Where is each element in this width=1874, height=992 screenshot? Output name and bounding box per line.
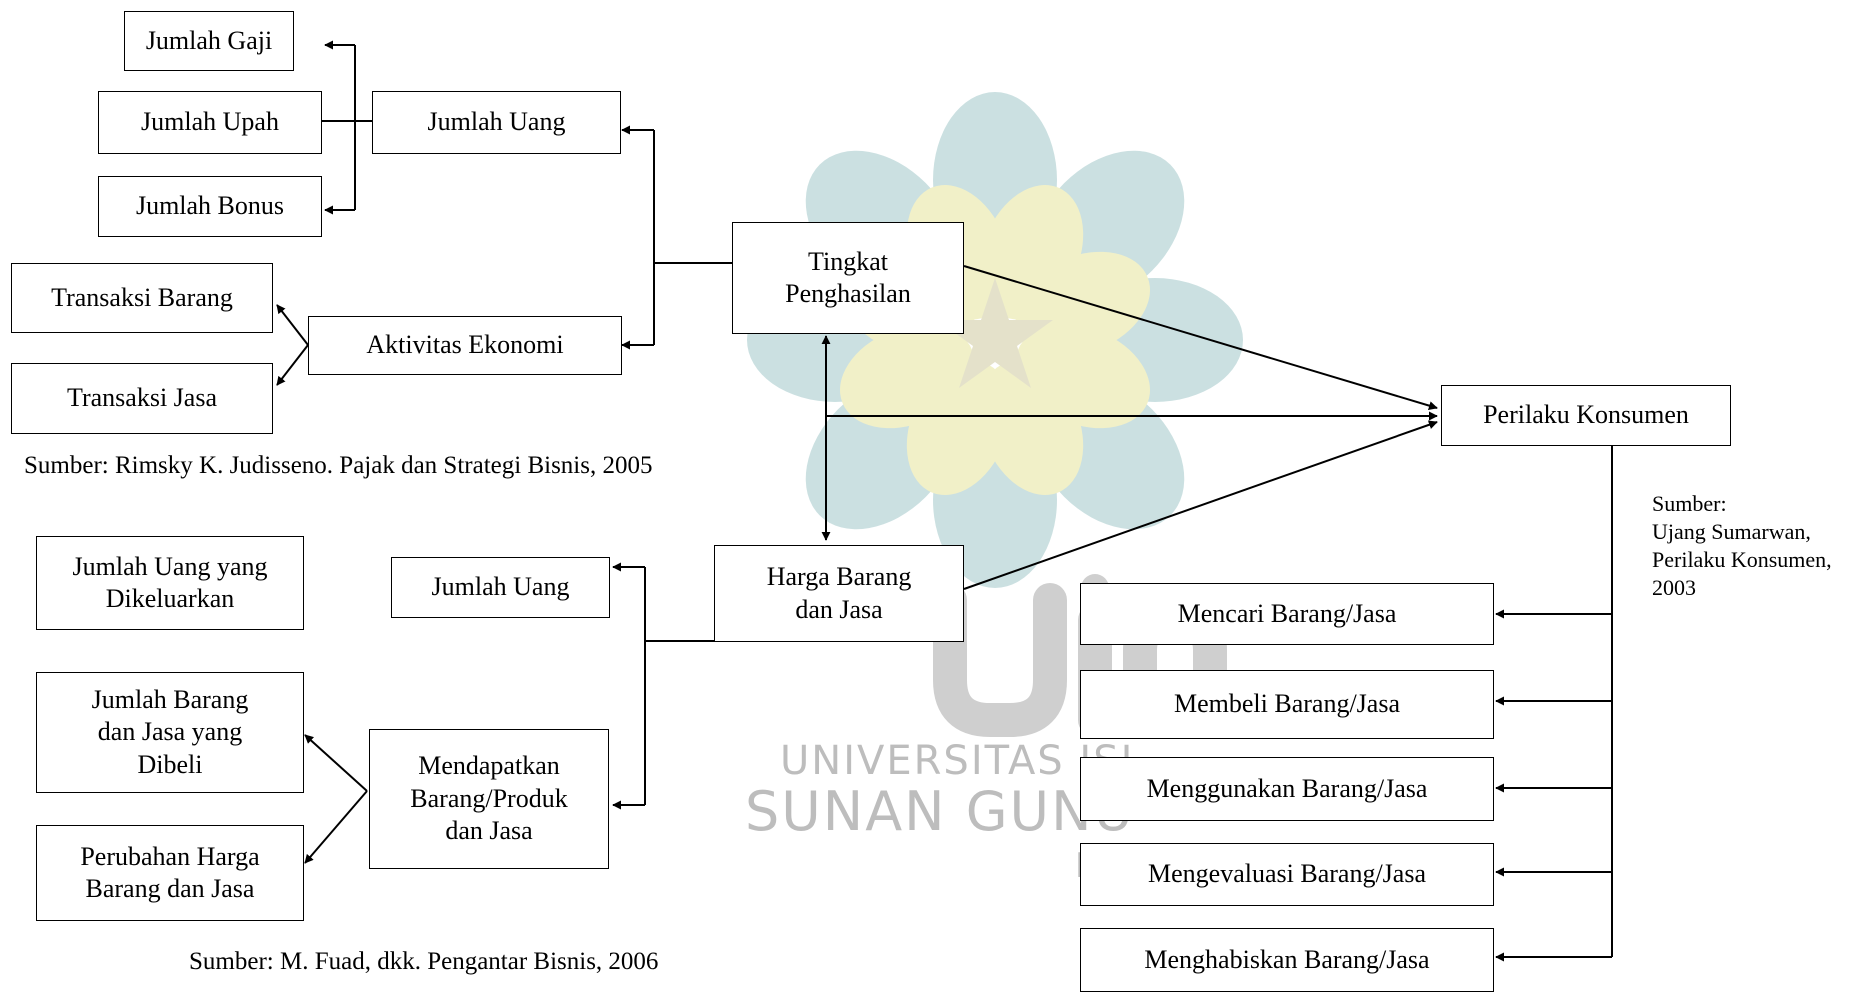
box-menggunakan-label: Menggunakan Barang/Jasa bbox=[1146, 773, 1428, 803]
box-mengevaluasi: Mengevaluasi Barang/Jasa bbox=[1080, 843, 1494, 906]
arrow-tingkat-perilaku bbox=[963, 265, 1438, 410]
box-aktivitas-ekonomi-label: Aktivitas Ekonomi bbox=[366, 330, 564, 360]
box-menghabiskan-label: Menghabiskan Barang/Jasa bbox=[1144, 944, 1430, 974]
box-jumlah-barang-dibeli: Jumlah Barang dan Jasa yang Dibeli bbox=[36, 672, 304, 793]
box-harga-barang-label: Harga Barang dan Jasa bbox=[766, 562, 912, 624]
box-jumlah-uang-top-label: Jumlah Uang bbox=[427, 107, 566, 137]
source-ujang: Sumber: Ujang Sumarwan, Perilaku Konsume… bbox=[1652, 491, 1832, 601]
box-jumlah-bonus: Jumlah Bonus bbox=[98, 176, 322, 237]
arrow-harga-perilaku bbox=[963, 420, 1438, 590]
box-transaksi-jasa: Transaksi Jasa bbox=[11, 363, 273, 434]
box-jumlah-uang-bottom-label: Jumlah Uang bbox=[431, 572, 570, 602]
arrow-to-jumlah-barang bbox=[304, 734, 368, 792]
arrow-to-transaksi-jasa bbox=[276, 344, 309, 386]
box-menggunakan: Menggunakan Barang/Jasa bbox=[1080, 757, 1494, 821]
box-mendapatkan-barang: Mendapatkan Barang/Produk dan Jasa bbox=[369, 729, 609, 869]
box-perubahan-harga-label: Perubahan Harga Barang dan Jasa bbox=[80, 841, 260, 904]
box-jumlah-gaji-label: Jumlah Gaji bbox=[145, 25, 273, 55]
box-membeli-label: Membeli Barang/Jasa bbox=[1174, 689, 1400, 719]
box-aktivitas-ekonomi: Aktivitas Ekonomi bbox=[308, 316, 622, 375]
box-tingkat-penghasilan: Tingkat Penghasilan bbox=[732, 222, 964, 334]
box-jumlah-uang-top: Jumlah Uang bbox=[372, 91, 621, 154]
box-transaksi-barang: Transaksi Barang bbox=[11, 263, 273, 333]
box-mencari-label: Mencari Barang/Jasa bbox=[1177, 598, 1397, 628]
box-mencari: Mencari Barang/Jasa bbox=[1080, 583, 1494, 645]
arrow-to-transaksi-barang bbox=[276, 304, 309, 346]
box-jumlah-gaji: Jumlah Gaji bbox=[124, 11, 294, 71]
box-perilaku-konsumen: Perilaku Konsumen bbox=[1441, 385, 1731, 446]
box-jumlah-bonus-label: Jumlah Bonus bbox=[135, 191, 285, 221]
box-jumlah-uang-bottom: Jumlah Uang bbox=[391, 557, 610, 618]
box-jumlah-uang-dikeluarkan-label: Jumlah Uang yang Dikeluarkan bbox=[72, 551, 268, 614]
box-jumlah-barang-dibeli-label: Jumlah Barang dan Jasa yang Dibeli bbox=[91, 684, 249, 779]
box-membeli: Membeli Barang/Jasa bbox=[1080, 670, 1494, 739]
box-perilaku-konsumen-label: Perilaku Konsumen bbox=[1483, 400, 1689, 430]
source-rimsky: Sumber: Rimsky K. Judisseno. Pajak dan S… bbox=[24, 452, 653, 479]
box-transaksi-barang-label: Transaksi Barang bbox=[51, 282, 233, 312]
box-jumlah-uang-dikeluarkan: Jumlah Uang yang Dikeluarkan bbox=[36, 536, 304, 630]
box-mengevaluasi-label: Mengevaluasi Barang/Jasa bbox=[1148, 859, 1426, 889]
box-jumlah-upah: Jumlah Upah bbox=[98, 91, 322, 154]
box-mendapatkan-barang-label: Mendapatkan Barang/Produk dan Jasa bbox=[410, 751, 568, 846]
arrow-to-perubahan bbox=[304, 790, 368, 864]
box-transaksi-jasa-label: Transaksi Jasa bbox=[67, 383, 217, 413]
box-tingkat-penghasilan-label: Tingkat Penghasilan bbox=[785, 246, 911, 309]
box-harga-barang: Harga Barang dan Jasa bbox=[714, 545, 964, 642]
box-perubahan-harga: Perubahan Harga Barang dan Jasa bbox=[36, 825, 304, 921]
box-menghabiskan: Menghabiskan Barang/Jasa bbox=[1080, 928, 1494, 992]
box-jumlah-upah-label: Jumlah Upah bbox=[141, 107, 279, 137]
source-fuad: Sumber: M. Fuad, dkk. Pengantar Bisnis, … bbox=[189, 948, 659, 975]
